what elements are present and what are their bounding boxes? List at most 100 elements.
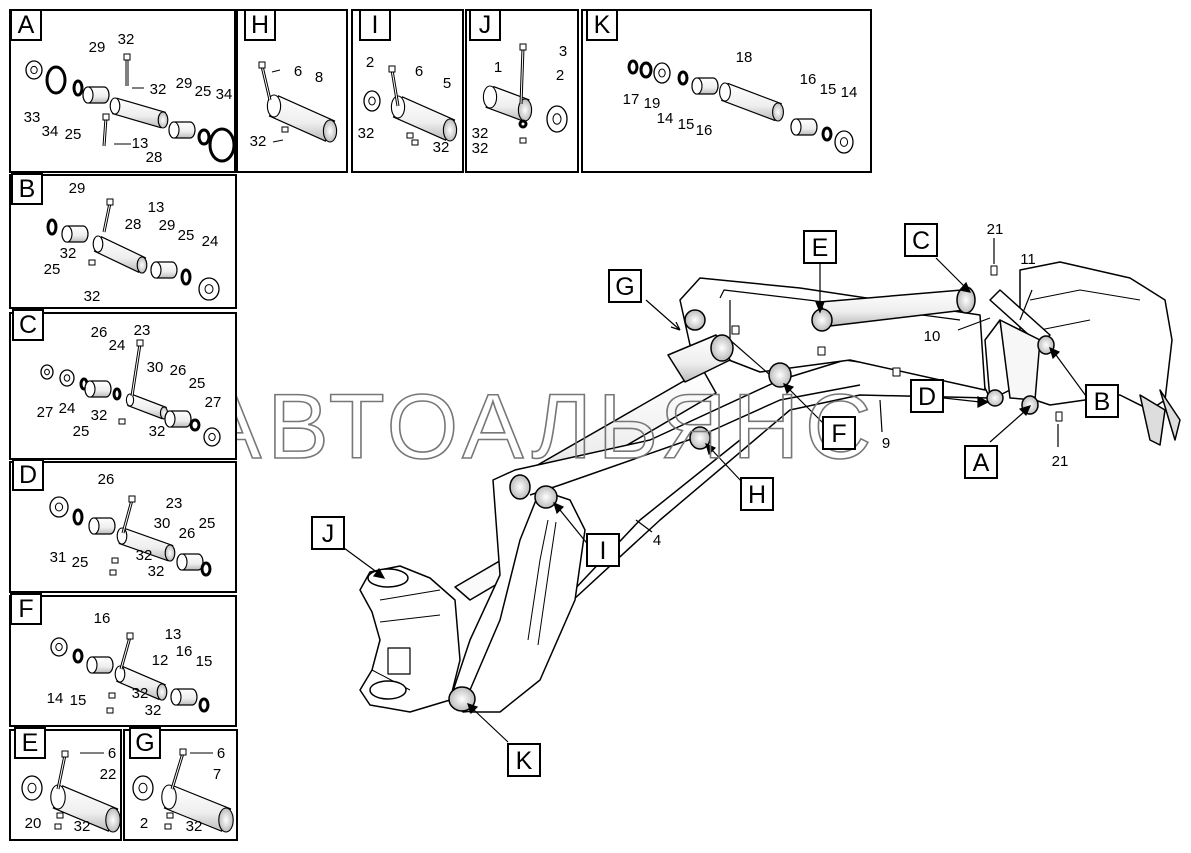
part-number-label: 8 <box>315 69 323 86</box>
part-number-label: 28 <box>146 149 163 166</box>
panel-parts-drawing <box>363 65 458 146</box>
panel-parts-drawing <box>25 53 236 163</box>
part-number-label: 16 <box>94 610 111 627</box>
part-number-label: 25 <box>199 515 216 532</box>
part-number-label: 22 <box>100 766 117 783</box>
part-number-label: 6 <box>415 63 423 80</box>
panel-letter: C <box>19 311 37 339</box>
part-number-label: 23 <box>134 322 151 339</box>
part-number-label: 25 <box>189 375 206 392</box>
callout-d: D <box>910 379 944 413</box>
panel-letter: F <box>18 595 33 623</box>
part-number-label: 19 <box>644 95 661 112</box>
part-number-label: 24 <box>59 400 76 417</box>
part-number-label: 13 <box>165 626 182 643</box>
panel-letter-box: E <box>14 727 46 759</box>
part-number-label: 14 <box>841 84 858 101</box>
panel-parts-drawing <box>132 748 234 833</box>
part-number-label: 32 <box>149 423 166 440</box>
panel-letter-box: B <box>11 173 43 205</box>
part-number-label: 26 <box>179 525 196 542</box>
panel-letter-box: C <box>12 309 44 341</box>
callout-k: K <box>507 743 541 777</box>
part-number-label: 15 <box>70 692 87 709</box>
main-part-number: 9 <box>882 435 890 452</box>
part-number-label: 14 <box>47 690 64 707</box>
panel-frame <box>9 174 237 309</box>
part-number-label: 20 <box>25 815 42 832</box>
panel-letter: G <box>135 729 154 757</box>
part-number-label: 27 <box>37 404 54 421</box>
callout-h: H <box>740 477 774 511</box>
part-number-label: 29 <box>69 180 86 197</box>
part-number-label: 32 <box>60 245 77 262</box>
part-number-label: 32 <box>148 563 165 580</box>
panel-letter-box: H <box>244 9 276 41</box>
part-number-label: 32 <box>186 818 203 835</box>
callout-g: G <box>608 269 642 303</box>
panel-parts-drawing <box>46 198 220 301</box>
part-number-label: 33 <box>24 109 41 126</box>
panel-parts-drawing <box>627 59 854 154</box>
part-number-label: 6 <box>294 63 302 80</box>
panel-frame <box>9 312 237 460</box>
callout-leaders <box>343 238 1087 743</box>
panel-letter-box: G <box>129 727 161 759</box>
part-number-label: 27 <box>205 394 222 411</box>
part-number-label: 29 <box>89 39 106 56</box>
part-number-label: 15 <box>678 116 695 133</box>
part-number-label: 13 <box>132 135 149 152</box>
part-number-label: 3 <box>559 43 567 60</box>
callout-i: I <box>586 533 620 567</box>
callout-letter: E <box>812 234 829 262</box>
panel-parts-drawing <box>40 339 221 447</box>
part-number-label: 18 <box>736 49 753 66</box>
part-number-label: 26 <box>170 362 187 379</box>
part-number-label: 25 <box>195 83 212 100</box>
part-number-label: 15 <box>196 653 213 670</box>
main-part-number: 10 <box>924 328 941 345</box>
watermark-text: АВТОАЛЬЯНС <box>200 376 878 478</box>
part-number-label: 2 <box>140 815 148 832</box>
main-part-number: 4 <box>653 532 661 549</box>
part-number-label: 16 <box>800 71 817 88</box>
part-number-label: 34 <box>42 123 59 140</box>
callout-letter: C <box>912 227 930 255</box>
callout-b: B <box>1085 384 1119 418</box>
callout-c: C <box>904 223 938 257</box>
part-number-label: 13 <box>148 199 165 216</box>
part-number-label: 32 <box>358 125 375 142</box>
part-number-label: 7 <box>213 766 221 783</box>
panel-parts-drawing <box>258 61 338 143</box>
panel-letter: B <box>19 175 36 203</box>
part-number-label: 30 <box>147 359 164 376</box>
panel-parts-drawing <box>50 632 210 714</box>
part-number-label: 5 <box>443 75 451 92</box>
part-number-label: 24 <box>202 233 219 250</box>
part-number-label: 32 <box>472 125 489 142</box>
part-number-label: 24 <box>109 337 126 354</box>
part-number-label: 16 <box>696 122 713 139</box>
panel-letter: H <box>251 11 269 39</box>
callout-letter: K <box>516 747 533 775</box>
callout-a: A <box>964 445 998 479</box>
panel-frame <box>9 9 236 173</box>
part-number-label: 32 <box>74 818 91 835</box>
part-number-label: 25 <box>73 423 90 440</box>
part-number-label: 23 <box>166 495 183 512</box>
part-number-label: 25 <box>65 126 82 143</box>
panel-letter-box: A <box>10 9 42 41</box>
part-number-label: 32 <box>150 81 167 98</box>
part-number-label: 25 <box>72 554 89 571</box>
part-number-label: 15 <box>820 81 837 98</box>
panel-letter-box: I <box>359 9 391 41</box>
